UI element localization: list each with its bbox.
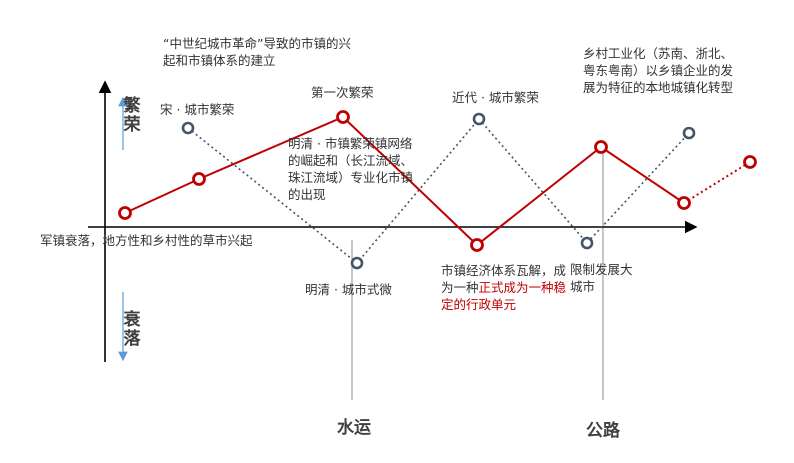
city-point-limit	[580, 236, 594, 250]
annotation-medieval-revolution: “中世纪城市革命”导致的市镇的兴起和市镇体系的建立	[163, 36, 351, 68]
town-point-3	[336, 110, 350, 124]
annotation-limit-big-city: 限制发展大城市	[570, 262, 633, 294]
annotation-first-boom: 第一次繁荣	[311, 85, 374, 100]
label-water-transport: 水运	[337, 418, 371, 438]
axis-label-prosperity: 繁荣	[123, 96, 141, 135]
city-point-song	[181, 121, 195, 135]
annotation-song-city: 宋 · 城市繁荣	[160, 102, 235, 117]
town-trend-projection	[683, 161, 751, 204]
town-point-5	[594, 140, 608, 154]
town-trend-line	[124, 115, 685, 247]
axis-label-decline: 衰落	[123, 310, 141, 349]
city-point-recent	[682, 126, 696, 140]
annotation-town-system-collapse: 市镇经济体系瓦解，成为一种正式成为一种稳定的行政单元	[441, 262, 571, 313]
city-point-modern	[472, 112, 486, 126]
annotation-collapse-black: 市镇经济体系瓦解，成为一种	[441, 263, 567, 295]
city-trend-line	[187, 117, 690, 265]
annotation-garrison-decline: 军镇衰落，地方性和乡村性的草市兴起	[40, 233, 253, 248]
annotation-rural-industrialization: 乡村工业化（苏南、浙北、粤东粤南）以乡镇企业的发展为特征的本地城镇化转型	[583, 46, 734, 95]
annotation-collapse-red: 正式成为一种稳定的行政单元	[441, 280, 567, 312]
town-point-1	[118, 206, 132, 220]
annotation-mingqing-town-boom: 明清 · 市镇繁荣镇网络的崛起和（长江流域、珠江流域）专业化市镇的出现	[288, 136, 414, 202]
label-highway: 公路	[586, 421, 620, 441]
town-point-4	[470, 238, 484, 252]
annotation-modern-city: 近代 · 城市繁荣	[452, 90, 539, 105]
town-point-7	[743, 155, 757, 169]
annotation-mingqing-city-decline: 明清 · 城市式微	[305, 282, 392, 297]
town-point-6	[677, 196, 691, 210]
town-point-2	[192, 172, 206, 186]
city-point-mingqing	[350, 256, 364, 270]
